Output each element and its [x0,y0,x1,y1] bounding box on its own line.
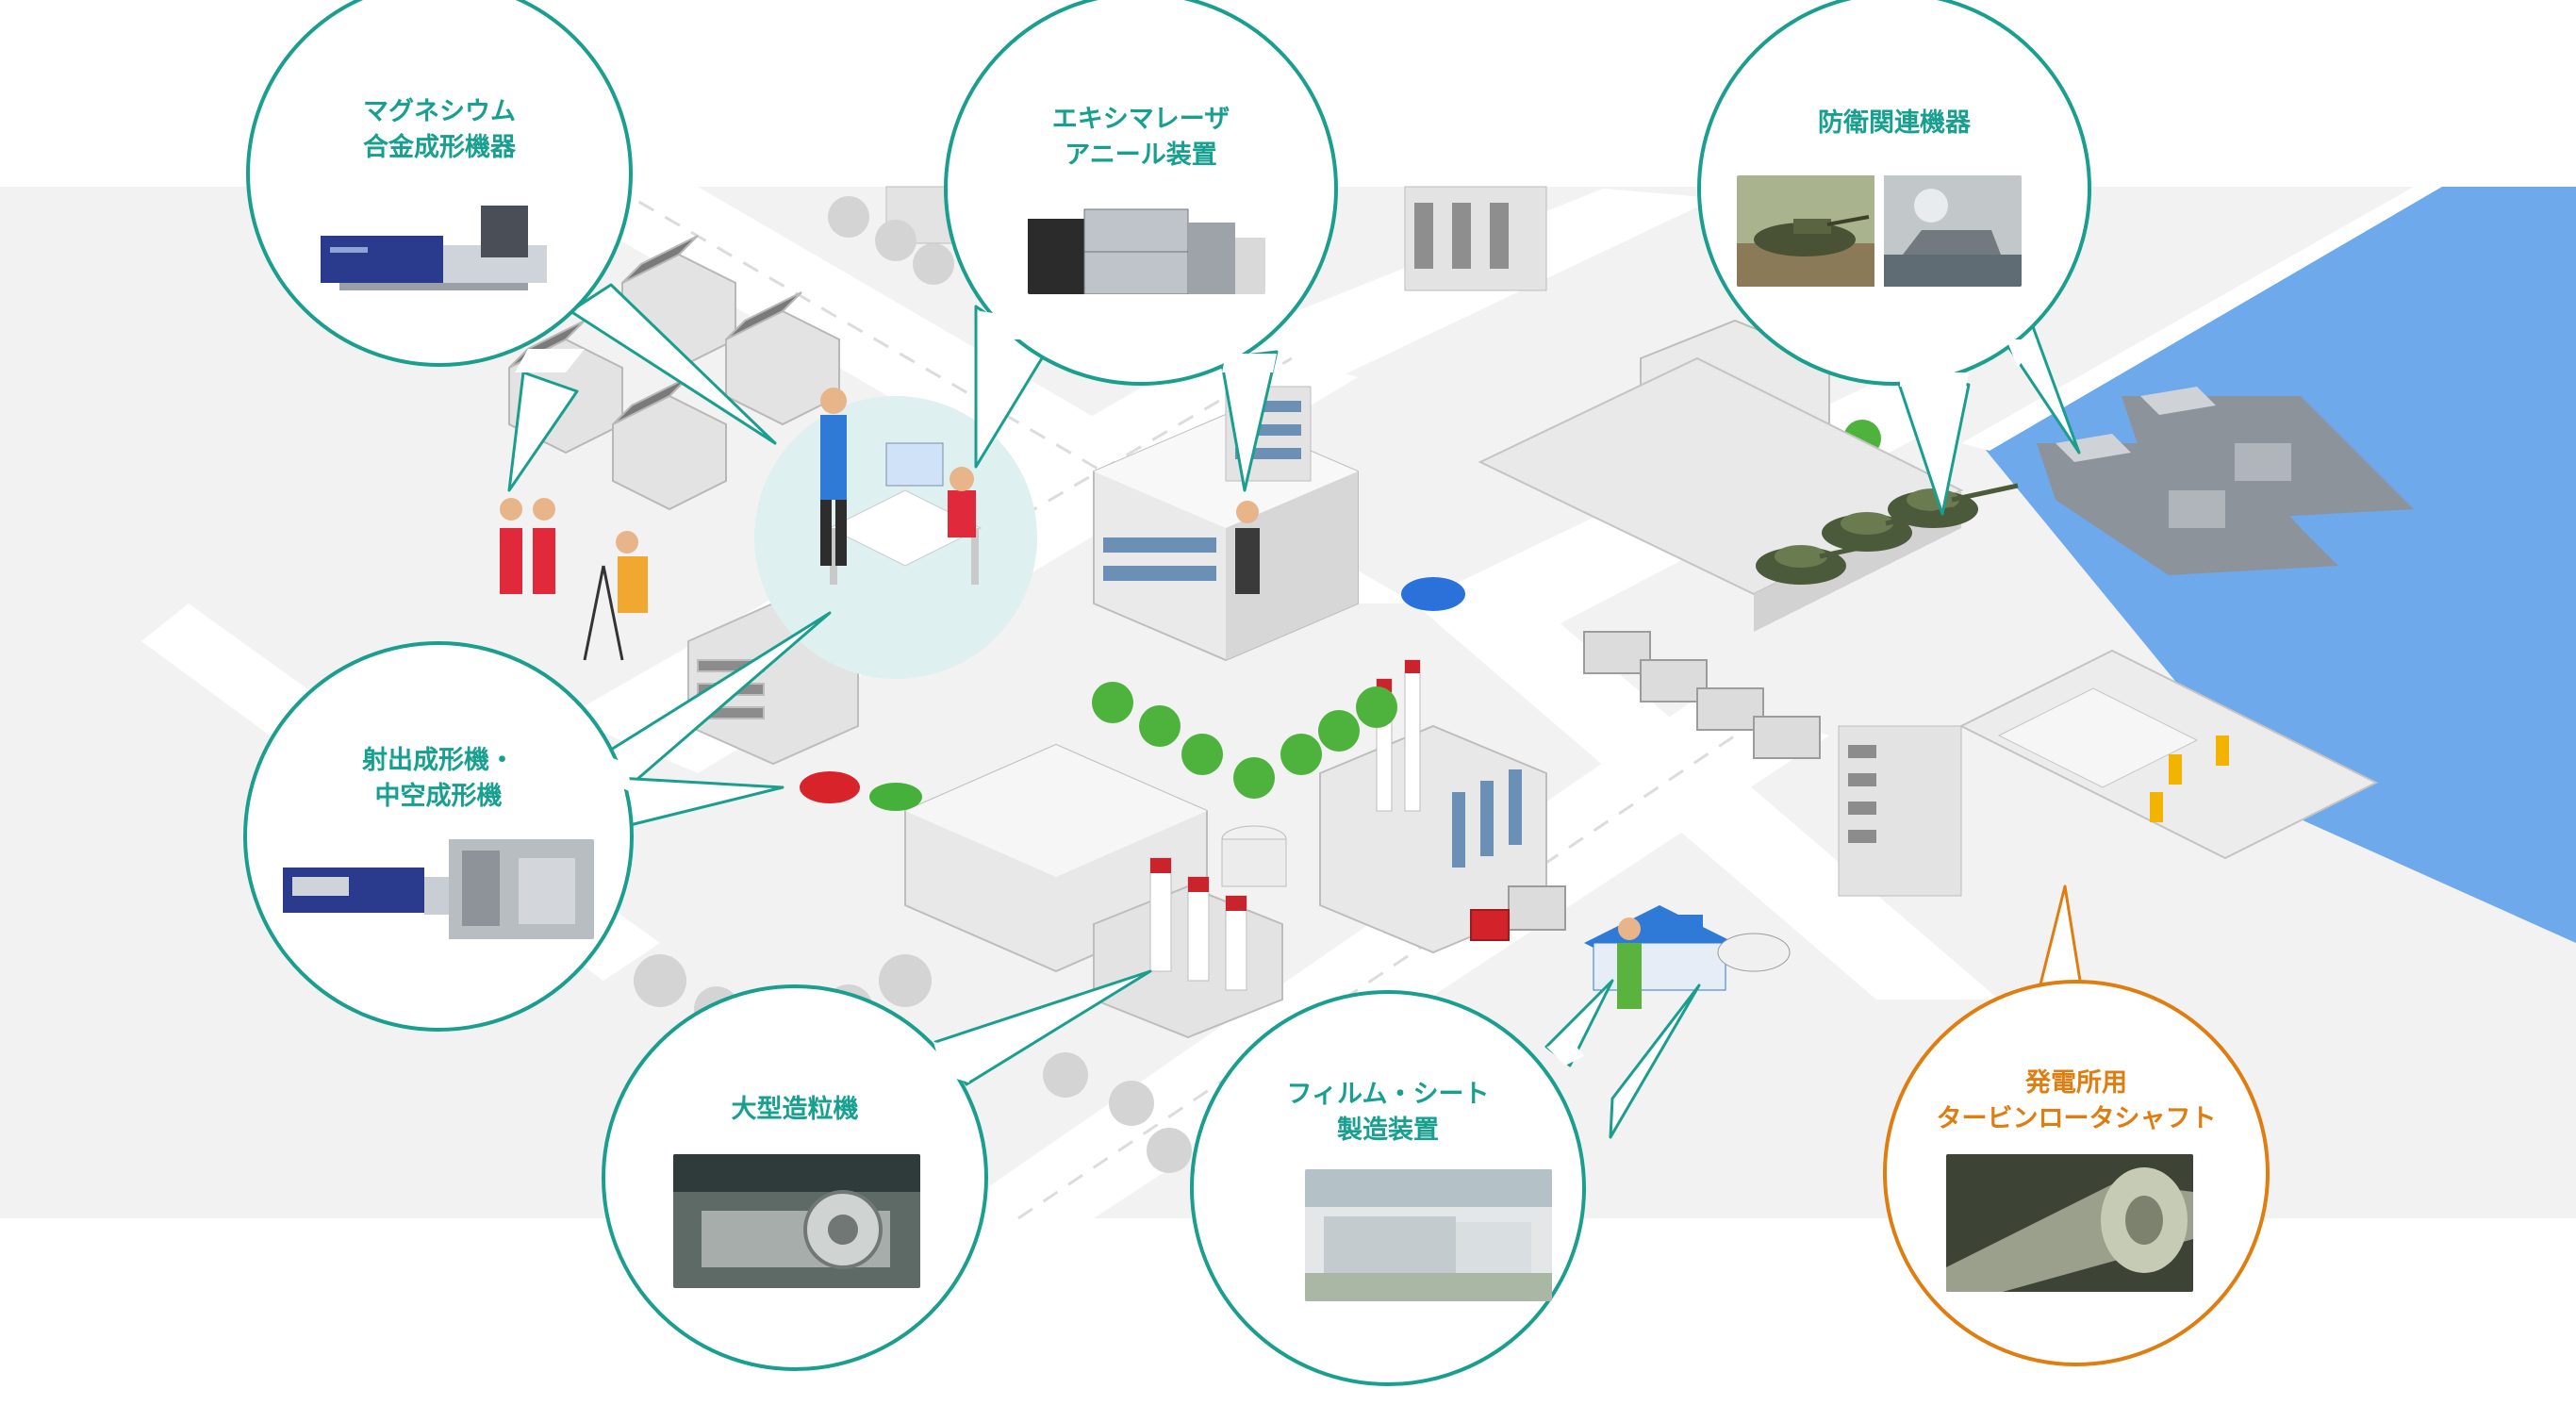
trucks [1470,631,1821,941]
turbine-label-line2: タービンロータシャフト [1936,1104,2217,1133]
magnesium-label: マグネシウム 合金成形機器 [363,94,516,166]
turbine-rotor-shaft-photo [1946,1154,2193,1292]
callout-pointer-joints [515,311,2079,1083]
injection-molding-machine-photo [283,839,594,939]
granulator-label: 大型造粒機 [732,1092,859,1128]
bubble-injection [243,641,634,1032]
granulator-label-line1: 大型造粒機 [731,1095,859,1124]
turbine-label: 発電所用 タービンロータシャフト [1937,1066,2217,1137]
injection-label-line1: 射出成形機・ [362,746,515,775]
office-workers [820,388,976,566]
defense-compound [1478,356,2019,632]
injection-label-line2: 中空成形機 [374,782,503,811]
shore [1961,187,2442,451]
worker-figure [1235,501,1642,1009]
film-sheet-line-photo [1305,1169,1552,1301]
cars [800,577,1465,811]
film-label-line1: フィルム・シート [1286,1080,1490,1109]
defense-label-line1: 防衛関連機器 [1818,108,1971,138]
film-label: フィルム・シート 製造装置 [1287,1077,1490,1149]
turbine-label-line1: 発電所用 [2025,1068,2127,1098]
excimer-laser-annealing-photo [1028,200,1265,294]
excimer-label: エキシマレーザ アニール装置 [1052,102,1230,174]
injection-label: 射出成形機・ 中空成形機 [362,743,515,815]
office-desk [828,442,983,585]
tank-and-warship-photo [1737,175,2022,287]
defense-label: 防衛関連機器 [1818,106,1971,141]
large-granulator-photo [673,1154,920,1288]
factory [904,659,1547,1039]
magnesium-label-line2: 合金成形機器 [363,133,516,162]
magnesium-label-line1: マグネシウム [363,97,516,126]
bubble-magnesium [246,0,633,367]
excimer-label-line2: アニール装置 [1065,140,1217,170]
news-crew [500,498,648,661]
excimer-label-line1: エキシマレーザ [1051,105,1230,134]
film-label-line2: 製造装置 [1336,1116,1439,1145]
power-plant [1838,649,2379,897]
magnesium-molding-machine-photo [321,198,558,302]
